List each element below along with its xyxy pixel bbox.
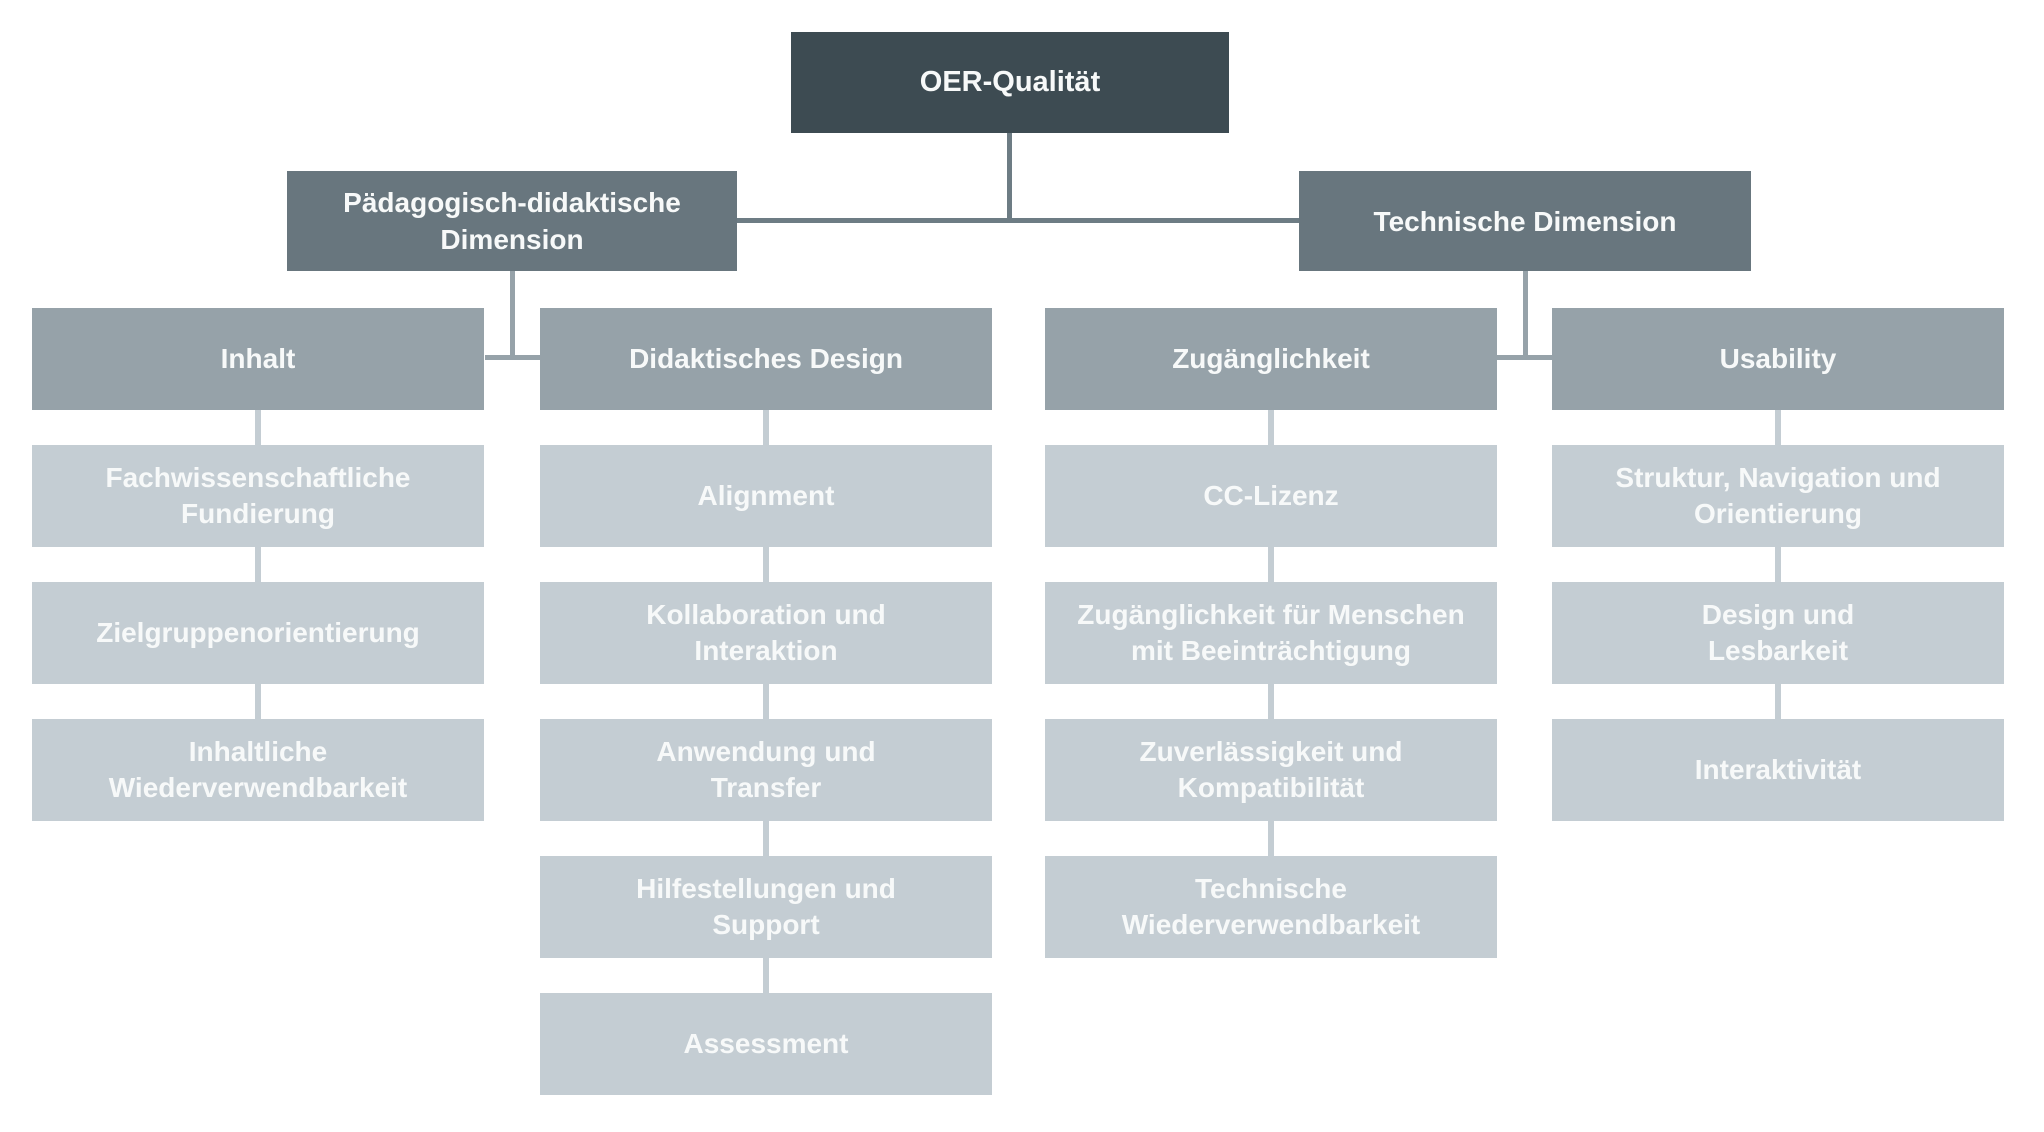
connector-technisch-crossbar: [1497, 355, 1553, 360]
node-zugaenglichkeit: Zugänglichkeit: [1045, 308, 1497, 410]
node-hilfestellungen-und-support: Hilfestellungen und Support: [540, 856, 992, 958]
node-zugaenglichkeit-fuer-menschen: Zugänglichkeit für Menschen mit Beeinträ…: [1045, 582, 1497, 684]
node-technische-wiederverwendbarkeit: Technische Wiederverwendbarkeit: [1045, 856, 1497, 958]
connector-column-segment: [763, 684, 769, 719]
node-assessment: Assessment: [540, 993, 992, 1095]
node-cc-lizenz: CC-Lizenz: [1045, 445, 1497, 547]
connector-column-segment: [255, 684, 261, 719]
node-didaktisches-design: Didaktisches Design: [540, 308, 992, 410]
connector-column-segment: [1775, 410, 1781, 445]
node-alignment: Alignment: [540, 445, 992, 547]
node-fachwissenschaftliche-fundierung: Fachwissenschaftliche Fundierung: [32, 445, 484, 547]
connector-column-segment: [763, 958, 769, 993]
node-paedagogisch-didaktische-dimension: Pädagogisch-didaktische Dimension: [287, 171, 737, 271]
node-inhaltliche-wiederverwendbarkeit: Inhaltliche Wiederverwendbarkeit: [32, 719, 484, 821]
node-technische-dimension: Technische Dimension: [1299, 171, 1751, 271]
node-inhalt: Inhalt: [32, 308, 484, 410]
connector-column-segment: [1268, 547, 1274, 582]
connector-root-crossbar: [737, 218, 1300, 223]
connector-paedagogisch-drop: [510, 271, 515, 357]
node-anwendung-und-transfer: Anwendung und Transfer: [540, 719, 992, 821]
connector-root-drop: [1007, 133, 1012, 220]
connector-column-segment: [255, 410, 261, 445]
connector-column-segment: [763, 821, 769, 856]
connector-column-segment: [763, 547, 769, 582]
node-design-und-lesbarkeit: Design und Lesbarkeit: [1552, 582, 2004, 684]
node-usability: Usability: [1552, 308, 2004, 410]
connector-column-segment: [1268, 410, 1274, 445]
connector-column-segment: [255, 547, 261, 582]
node-interaktivitaet: Interaktivität: [1552, 719, 2004, 821]
connector-column-segment: [1268, 684, 1274, 719]
connector-paedagogisch-crossbar: [485, 355, 541, 360]
connector-column-segment: [1775, 684, 1781, 719]
connector-column-segment: [1268, 821, 1274, 856]
connector-column-segment: [1775, 547, 1781, 582]
node-oer-qualitaet: OER-Qualität: [791, 32, 1229, 133]
connector-technisch-drop: [1523, 271, 1528, 357]
connector-column-segment: [763, 410, 769, 445]
node-struktur-navigation-orientierung: Struktur, Navigation und Orientierung: [1552, 445, 2004, 547]
node-zielgruppenorientierung: Zielgruppenorientierung: [32, 582, 484, 684]
node-kollaboration-und-interaktion: Kollaboration und Interaktion: [540, 582, 992, 684]
node-zuverlaessigkeit-und-kompatibilitaet: Zuverlässigkeit und Kompatibilität: [1045, 719, 1497, 821]
